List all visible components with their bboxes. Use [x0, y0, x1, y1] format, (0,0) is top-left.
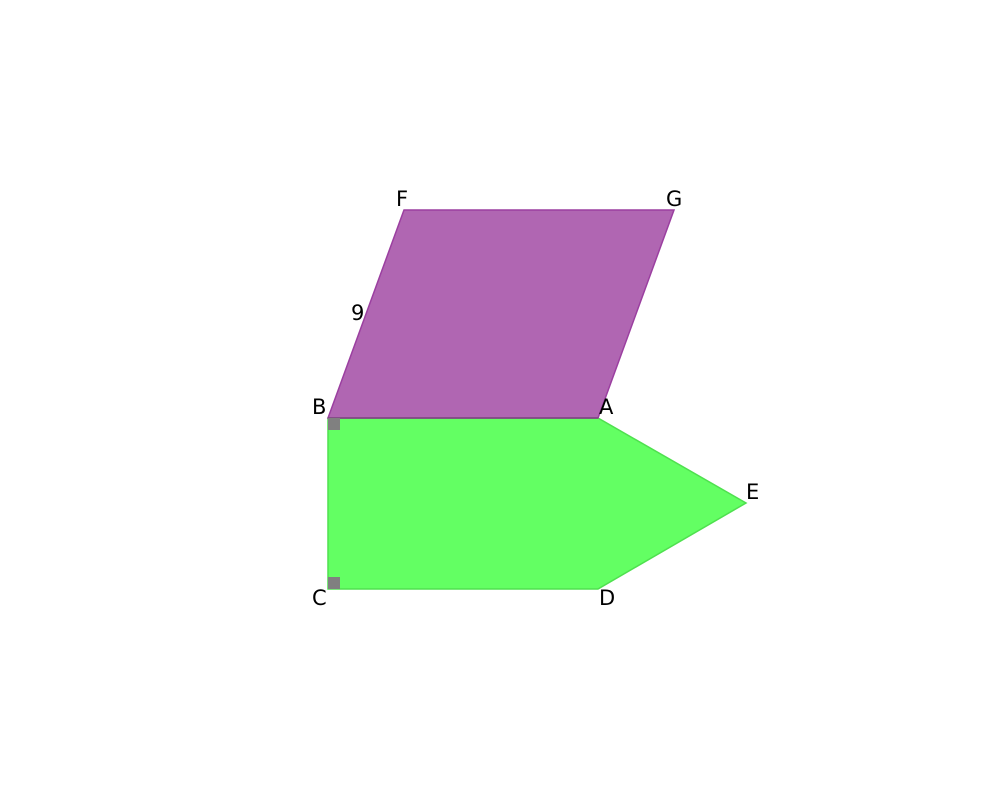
- vertex-label-d: D: [599, 586, 615, 610]
- right-angle-marker-b: [328, 418, 340, 430]
- right-angle-marker-c: [328, 577, 340, 589]
- vertex-label-a: A: [599, 395, 614, 419]
- vertex-label-g: G: [666, 187, 682, 211]
- side-length-label-bf: 9: [351, 301, 364, 325]
- pentagon-abcde: [327, 417, 748, 590]
- parallelogram-bfga: [326, 209, 676, 419]
- vertex-label-b: B: [312, 395, 326, 419]
- vertex-label-f: F: [396, 187, 408, 211]
- vertex-label-e: E: [746, 480, 759, 504]
- vertex-label-c: C: [312, 586, 327, 610]
